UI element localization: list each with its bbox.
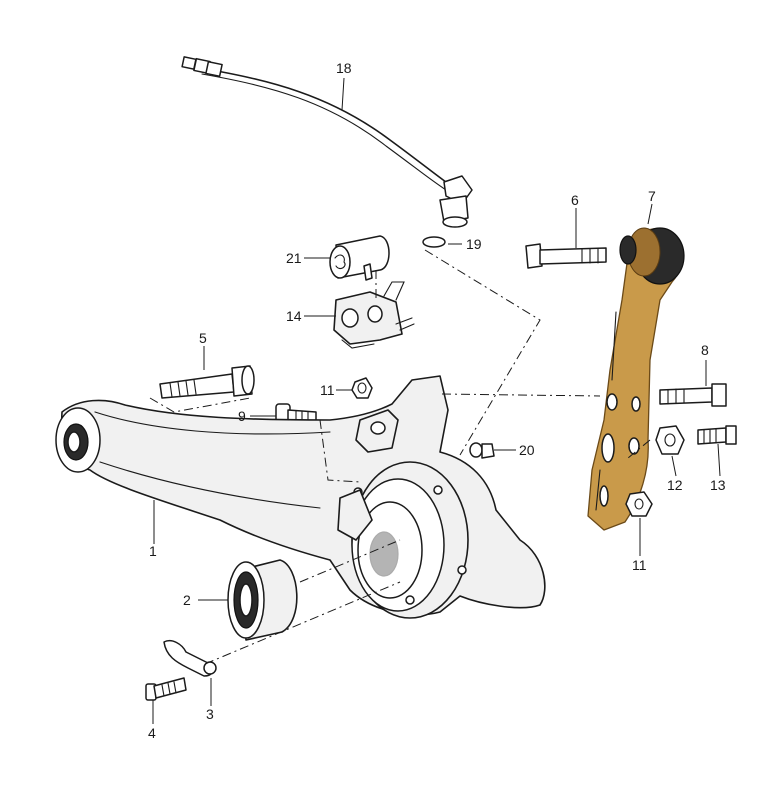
part-7-link-arm xyxy=(587,227,685,531)
part-18-sensor-cable xyxy=(181,56,473,228)
part-21-bushing xyxy=(329,235,390,281)
part-14-clamp-bracket xyxy=(333,281,415,349)
callout-4: 4 xyxy=(148,725,156,741)
part-12-nut xyxy=(655,425,685,455)
callout-14: 14 xyxy=(286,308,302,324)
callout-7: 7 xyxy=(648,188,656,204)
callout-2: 2 xyxy=(183,592,191,608)
callout-3: 3 xyxy=(206,706,214,722)
callout-18: 18 xyxy=(336,60,352,76)
callout-21: 21 xyxy=(286,250,302,266)
part-4-bolt xyxy=(145,677,187,701)
callout-1: 1 xyxy=(149,543,157,559)
leader-lines xyxy=(152,77,721,724)
part-13-bolt xyxy=(697,425,737,445)
callout-13: 13 xyxy=(710,477,726,493)
callout-20: 20 xyxy=(519,442,535,458)
callout-labels: 1 2 3 4 5 6 7 8 9 11 11 12 13 14 18 19 2… xyxy=(148,60,726,741)
part-6-bolt xyxy=(525,243,607,269)
assembly-centerlines xyxy=(149,249,651,665)
callout-11-right: 11 xyxy=(632,557,647,573)
callout-9: 9 xyxy=(238,408,246,424)
part-11-nut-right xyxy=(625,491,653,517)
part-5-long-bolt xyxy=(159,365,255,399)
part-8-bolt xyxy=(659,383,727,407)
part-1-trailing-arm xyxy=(55,375,546,619)
part-20-nut xyxy=(469,442,495,459)
callout-11-left: 11 xyxy=(320,382,335,398)
part-11-nut-left xyxy=(351,377,373,399)
callout-19: 19 xyxy=(466,236,482,252)
part-19-o-ring xyxy=(422,236,446,248)
part-2-wheel-bearing xyxy=(227,559,298,641)
callout-6: 6 xyxy=(571,192,579,208)
part-3-retaining-plate xyxy=(163,640,217,677)
callout-8: 8 xyxy=(701,342,709,358)
callout-12: 12 xyxy=(667,477,683,493)
callout-5: 5 xyxy=(199,330,207,346)
